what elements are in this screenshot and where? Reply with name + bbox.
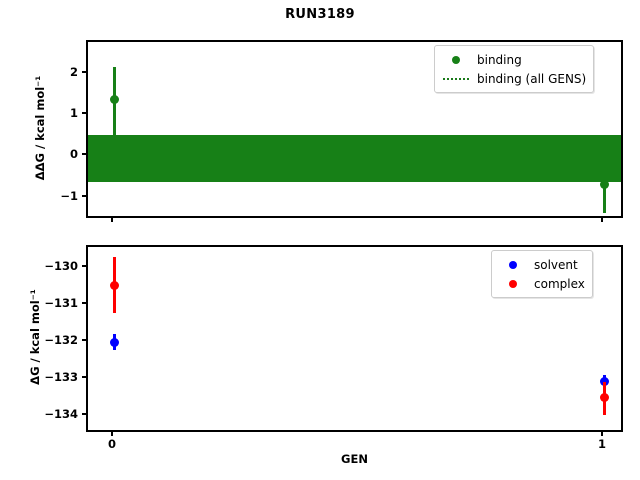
bottom-y-tick-mark [82, 265, 86, 267]
binding-all-gens-band [88, 135, 621, 182]
bottom-panel-legend: solvent complex [491, 250, 593, 298]
solvent-marker-icon [498, 260, 528, 269]
bottom-y-tick-mark [82, 376, 86, 378]
top-y-tick-label-1: 1 [69, 106, 78, 120]
legend-label-solvent: solvent [534, 257, 578, 272]
dotted-line-icon [441, 77, 471, 80]
legend-entry-solvent[interactable]: solvent [498, 255, 585, 274]
top-y-tick-label-neg1: −1 [60, 189, 78, 203]
legend-label-binding: binding [477, 52, 522, 67]
bottom-y-tick-label-n130: −130 [44, 259, 78, 273]
x-tick-label-1: 1 [597, 437, 606, 451]
top-y-tick-mark [82, 153, 86, 155]
bottom-y-tick-label-n131: −131 [44, 296, 78, 310]
legend-label-complex: complex [534, 276, 585, 291]
legend-label-binding-all-gens: binding (all GENS) [477, 71, 587, 86]
top-y-tick-mark [82, 195, 86, 197]
bottom-y-tick-mark [82, 339, 86, 341]
legend-entry-complex[interactable]: complex [498, 274, 585, 293]
legend-entry-binding[interactable]: binding [441, 50, 586, 69]
top-x-tick-mark [601, 218, 603, 222]
top-panel-legend: binding binding (all GENS) [434, 45, 595, 93]
binding-marker-gen1[interactable] [599, 179, 609, 189]
complex-marker-icon [498, 279, 528, 288]
top-x-tick-mark [111, 218, 113, 222]
top-y-tick-mark [82, 71, 86, 73]
figure-title: RUN3189 [285, 7, 355, 22]
complex-marker-gen1[interactable] [599, 392, 609, 402]
binding-marker-gen0[interactable] [109, 94, 119, 104]
top-y-tick-mark [82, 112, 86, 114]
top-panel-y-axis-label: ΔΔG / kcal mol⁻¹ [33, 75, 47, 181]
bottom-y-tick-mark [82, 302, 86, 304]
x-tick-label-0: 0 [107, 437, 116, 451]
binding-errorbar-gen1 [602, 137, 606, 213]
complex-marker-gen0[interactable] [109, 280, 119, 290]
bottom-y-tick-mark [82, 413, 86, 415]
x-axis-label: GEN [341, 452, 368, 466]
top-y-tick-label-0: 0 [69, 147, 78, 161]
legend-entry-binding-all-gens[interactable]: binding (all GENS) [441, 69, 586, 88]
bottom-x-tick-mark-0 [111, 432, 113, 436]
bottom-y-tick-label-n132: −132 [44, 333, 78, 347]
bottom-y-tick-label-n133: −133 [44, 370, 78, 384]
bottom-x-tick-mark-1 [601, 432, 603, 436]
bottom-y-tick-label-n134: −134 [44, 407, 78, 421]
top-y-tick-label-2: 2 [69, 65, 78, 79]
binding-marker-icon [441, 55, 471, 64]
solvent-marker-gen0[interactable] [109, 337, 119, 347]
solvent-marker-gen1[interactable] [599, 376, 609, 386]
